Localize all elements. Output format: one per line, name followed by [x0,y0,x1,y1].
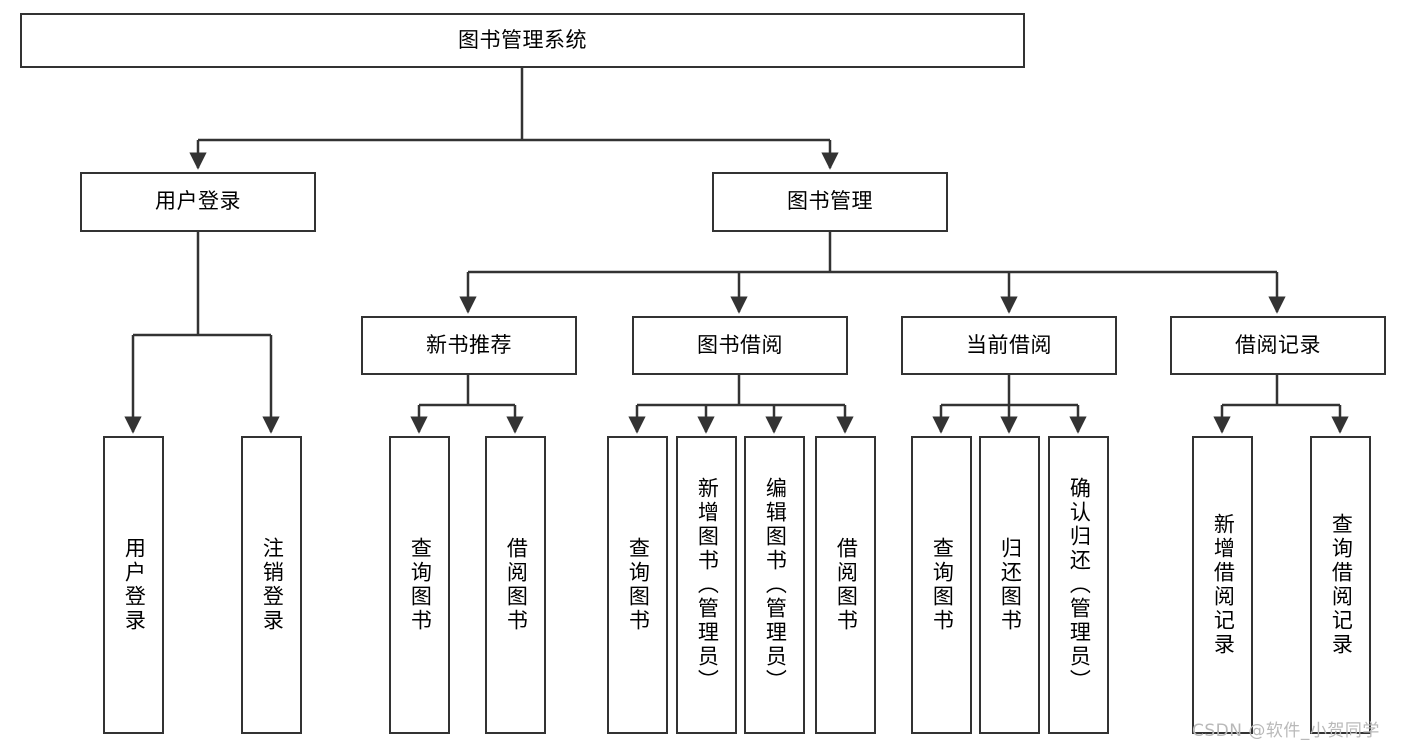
node-leaf-query-book-borrow[interactable]: 查询图书 [607,436,668,734]
node-user-login[interactable]: 用户登录 [80,172,316,232]
node-leaf-query-borrow-record[interactable]: 查询借阅记录 [1310,436,1371,734]
node-leaf-query-book-recommend[interactable]: 查询图书 [389,436,450,734]
node-label: 新增借阅记录 [1211,513,1236,657]
node-label: 注销登录 [260,537,285,633]
node-label: 查询图书 [626,537,651,633]
node-label: 图书管理系统 [458,27,587,52]
node-leaf-logout[interactable]: 注销登录 [241,436,302,734]
node-leaf-borrow-book-recommend[interactable]: 借阅图书 [485,436,546,734]
node-label: 查询图书 [408,537,433,633]
node-label: 图书管理 [787,189,873,214]
node-label: 当前借阅 [966,332,1052,357]
node-leaf-edit-book-admin[interactable]: 编辑图书（管理员） [744,436,805,734]
node-label: 借阅图书 [504,537,529,633]
node-label: 图书借阅 [697,332,783,357]
node-leaf-borrow-book[interactable]: 借阅图书 [815,436,876,734]
node-borrow-record[interactable]: 借阅记录 [1170,316,1386,375]
node-label: 新增图书（管理员） [695,477,720,693]
node-root-book-management-system[interactable]: 图书管理系统 [20,13,1025,68]
node-current-borrow[interactable]: 当前借阅 [901,316,1117,375]
node-leaf-add-borrow-record[interactable]: 新增借阅记录 [1192,436,1253,734]
node-new-book-recommend[interactable]: 新书推荐 [361,316,577,375]
node-leaf-user-login[interactable]: 用户登录 [103,436,164,734]
node-leaf-confirm-return-admin[interactable]: 确认归还（管理员） [1048,436,1109,734]
node-label: 编辑图书（管理员） [763,477,788,693]
node-label: 新书推荐 [426,332,512,357]
node-leaf-return-book[interactable]: 归还图书 [979,436,1040,734]
node-book-borrow[interactable]: 图书借阅 [632,316,848,375]
node-label: 查询借阅记录 [1329,513,1354,657]
node-label: 确认归还（管理员） [1067,477,1092,693]
node-label: 用户登录 [122,537,147,633]
node-label: 查询图书 [930,537,955,633]
node-label: 借阅图书 [834,537,859,633]
node-book-management[interactable]: 图书管理 [712,172,948,232]
node-label: 归还图书 [998,537,1023,633]
csdn-watermark: CSDN @软件_小贺同学 [1192,721,1380,741]
node-leaf-add-book-admin[interactable]: 新增图书（管理员） [676,436,737,734]
node-label: 用户登录 [155,189,241,214]
node-leaf-query-book-current[interactable]: 查询图书 [911,436,972,734]
node-label: 借阅记录 [1235,332,1321,357]
